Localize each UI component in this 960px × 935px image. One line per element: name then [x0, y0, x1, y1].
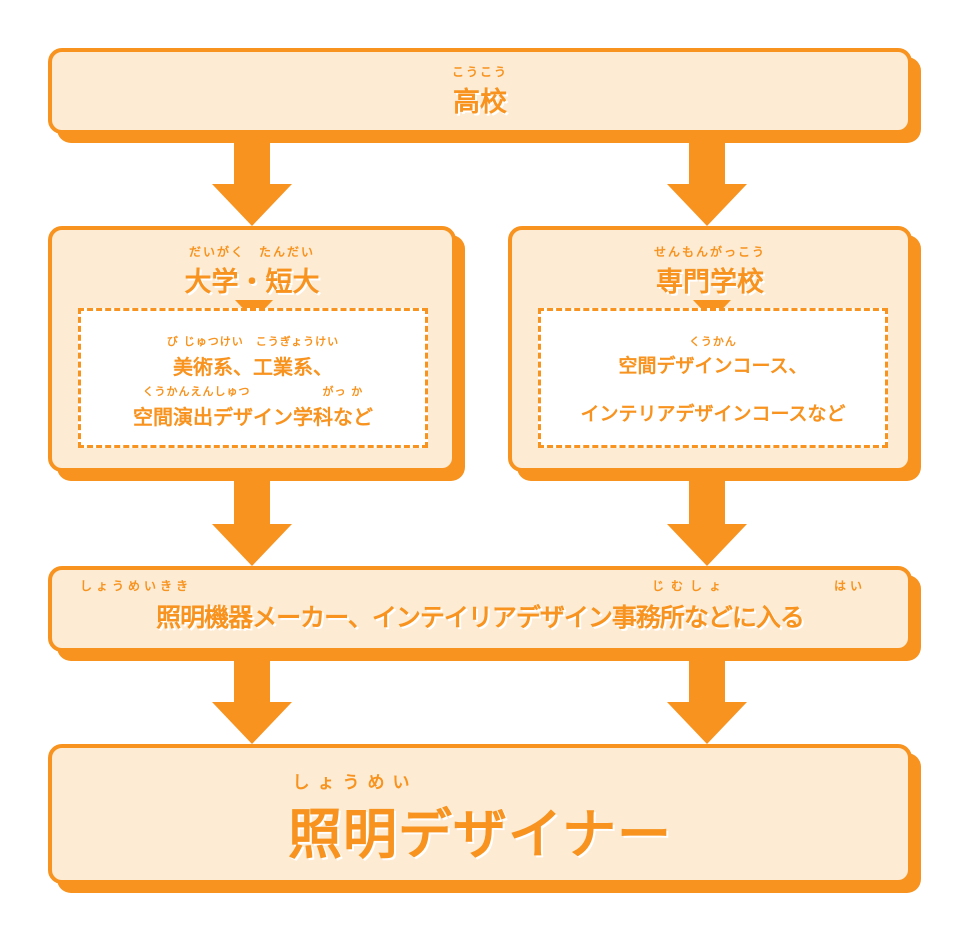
arrow-employment-to-goal-left — [212, 652, 292, 744]
high-school-box: こうこう 高校 — [48, 48, 912, 134]
employment-ruby-right: はい — [834, 579, 867, 593]
employment-title: 照明機器メーカー、インテイリアデザイン事務所などに入る — [156, 603, 805, 632]
employment-ruby-mid: じむしょ — [652, 579, 729, 593]
arrow-employment-to-goal-right — [667, 652, 747, 744]
high-school-title: こうこう 高校 — [52, 65, 908, 119]
arrow-university-to-employment — [212, 472, 292, 566]
employment-ruby-left: しょうめいきき — [80, 579, 193, 593]
arrow-highschool-to-vocational — [667, 134, 747, 226]
university-courses-line2: くうかんえんしゅつ がっ か 空間演出デザイン学科など — [133, 385, 373, 429]
university-courses: び じゅつけい こうぎょうけい 美術系、工業系、 くうかんえんしゅつ がっ か … — [78, 308, 428, 448]
vocational-courses-line1: くうかん 空間デザインコース、 — [618, 335, 808, 377]
university-box: だいがく たんだい 大学・短大 び じゅつけい こうぎょうけい 美術系、工業系、… — [48, 226, 456, 472]
goal-title: しょうめい 照明デザイナー — [52, 773, 908, 869]
arrow-highschool-to-university — [212, 134, 292, 226]
high-school-ruby: こうこう — [451, 65, 508, 79]
vocational-courses-line2: インテリアデザインコースなど — [580, 403, 846, 425]
vocational-courses: くうかん 空間デザインコース、 インテリアデザインコースなど — [538, 308, 888, 448]
employment-box: しょうめいきき じむしょ はい 照明機器メーカー、インテイリアデザイン事務所など… — [48, 566, 912, 652]
university-title: だいがく たんだい 大学・短大 — [52, 245, 452, 299]
vocational-title: せんもんがっこう 専門学校 — [512, 245, 908, 299]
university-courses-line1: び じゅつけい こうぎょうけい 美術系、工業系、 — [166, 335, 340, 379]
vocational-ruby: せんもんがっこう — [653, 245, 766, 259]
university-ruby: だいがく たんだい — [188, 245, 315, 259]
vocational-box: せんもんがっこう 専門学校 くうかん 空間デザインコース、 インテリアデザインコ… — [508, 226, 912, 472]
arrow-vocational-to-employment — [667, 472, 747, 566]
goal-box: しょうめい 照明デザイナー — [48, 744, 912, 884]
goal-ruby: しょうめい — [292, 773, 418, 793]
